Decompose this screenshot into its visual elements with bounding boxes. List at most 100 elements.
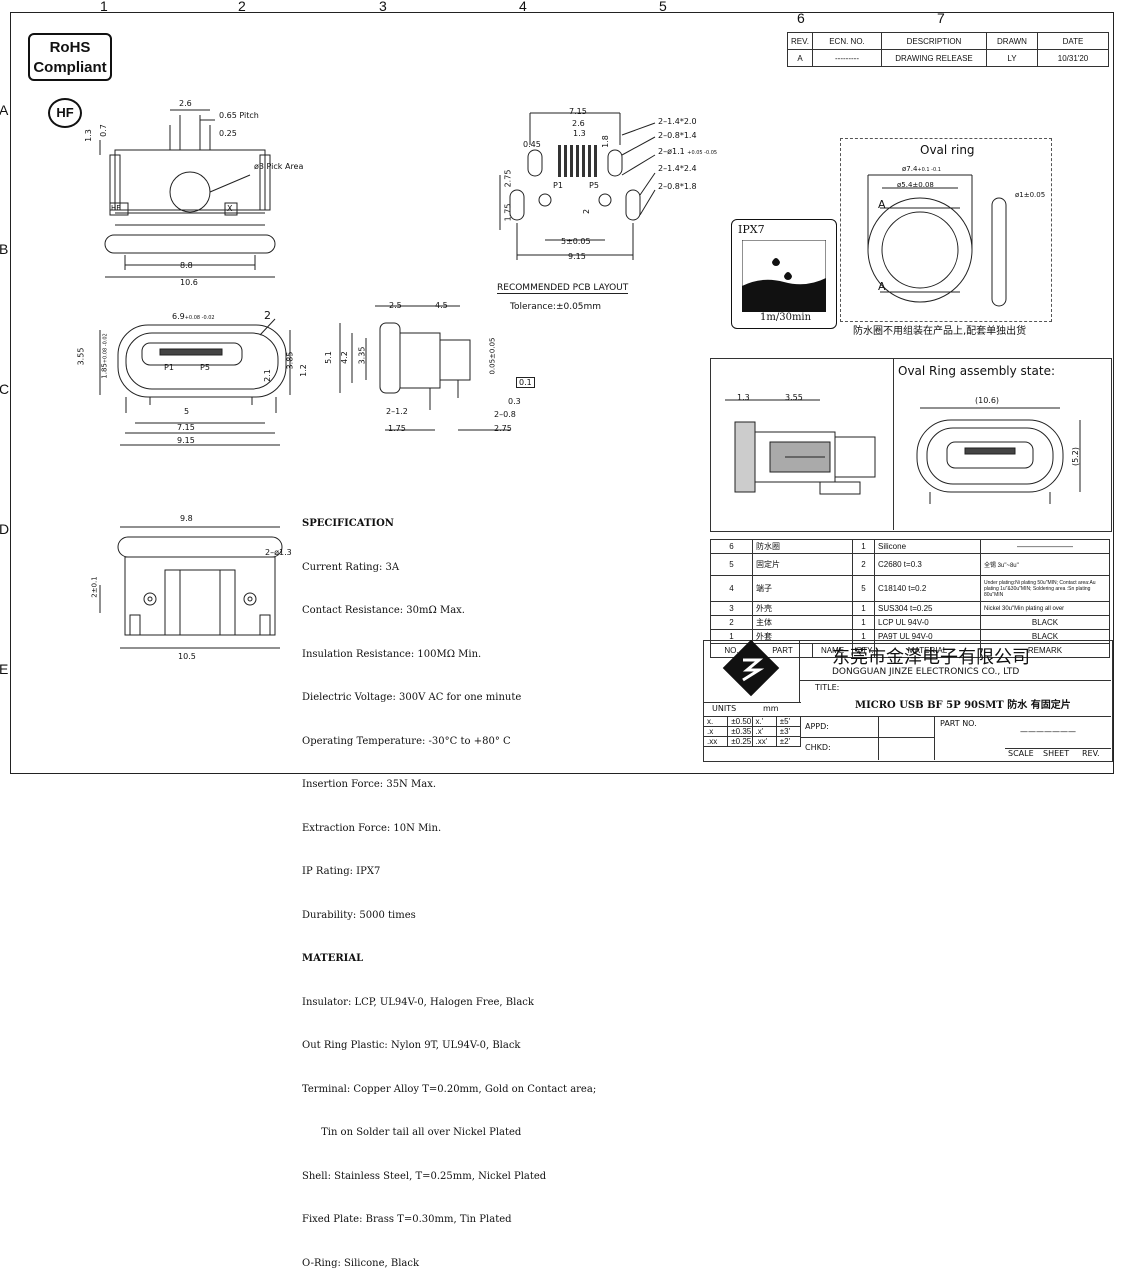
side-dim-1-75: 1.75 — [388, 424, 406, 433]
front-receptacle — [141, 342, 243, 366]
bom-cell: Silicone — [874, 539, 981, 554]
top-view-drawing — [99, 109, 276, 278]
spec-line: Insulation Resistance: 100MΩ Min. — [302, 648, 482, 660]
oval-dim-outer-text: ø7.4 — [902, 165, 918, 173]
side-dim-2-1-2: 2–1.2 — [386, 407, 408, 416]
rohs-line1: RoHS — [49, 39, 91, 56]
bom-header: REMARK — [980, 643, 1110, 658]
pcb-dim-0-45: 0.45 — [523, 140, 541, 149]
top-view-body — [114, 149, 266, 211]
units-divider — [703, 702, 801, 703]
drawing-title: MICRO USB BF 5P 90SMT 防水 有固定片 — [855, 700, 1071, 711]
section-label-bottom: A — [878, 280, 886, 293]
rohs-line2: Compliant — [33, 59, 107, 76]
pcb-hole-right — [598, 193, 612, 207]
zone-top-6: 6 — [797, 10, 805, 26]
top-x-mark: X — [227, 204, 233, 213]
front-outer-shell — [117, 324, 287, 398]
rev-header-ecn: ECN. NO. — [812, 32, 882, 50]
zone-left-e: E — [0, 661, 9, 677]
bottom-dim-10-5: 10.5 — [178, 652, 196, 661]
bom-cell: LCP UL 94V-0 — [874, 615, 981, 630]
pcb-dim-7-15: 7.15 — [569, 107, 587, 116]
tolerance-table: x. ±0.50 x.' ±5' .x ±0.35 .x' ±3' .xx ±0… — [702, 716, 802, 747]
rev-header-rev: REV. — [787, 32, 813, 50]
side-dim-4-2: 4.2 — [339, 351, 349, 364]
bom-cell: ——————— — [980, 539, 1110, 554]
section-label-top: A — [878, 198, 886, 211]
pcb-pad-right-top — [607, 149, 623, 177]
assembly-front-drawing — [916, 407, 1081, 504]
front-p1: P1 — [164, 363, 174, 372]
side-body — [399, 332, 441, 389]
assembly-dim-1-3: 1.3 — [737, 393, 750, 402]
assembly-dim-3-55: 3.55 — [785, 393, 803, 402]
ecn-value: --------- — [812, 49, 882, 67]
tol-cell: ±0.35 — [727, 726, 753, 737]
chkd-divider — [800, 737, 934, 738]
scale-label: SCALE — [1008, 749, 1034, 758]
side-dim-2-75: 2.75 — [494, 424, 512, 433]
bottom-dim-9-8: 9.8 — [180, 514, 193, 523]
appd-divider — [800, 716, 1111, 717]
material-line: Shell: Stainless Steel, T=0.25mm, Nickel… — [302, 1170, 547, 1182]
pcb-pad-right-bottom — [625, 189, 641, 221]
bottom-dim-hole: 2–ø1.3 — [265, 548, 292, 557]
pcb-note-3-text: 2–ø1.1 — [658, 147, 685, 156]
zone-left-b: B — [0, 241, 9, 257]
table-row: x. ±0.50 x.' ±5' — [702, 716, 802, 727]
bom-cell: 1 — [852, 539, 875, 554]
top-view-left-tab — [109, 154, 121, 211]
top-hf-mark: HF — [111, 204, 121, 212]
front-dim-9-15: 9.15 — [177, 436, 195, 445]
tol-cell: ±3' — [775, 726, 802, 737]
front-dim-3-55: 3.55 — [76, 347, 86, 366]
zone-top-4: 4 — [519, 0, 527, 14]
pcb-note-3: 2–ø1.1 +0.05 -0.05 — [658, 147, 717, 156]
bottom-ring — [117, 536, 283, 558]
assembly-dim-5-2: (5.2) — [1070, 447, 1080, 466]
pcb-tolerance: Tolerance:±0.05mm — [510, 302, 602, 312]
spec-line: Insertion Force: 35N Max. — [302, 779, 437, 790]
assembly-panel — [710, 358, 1112, 532]
zone-left-c: C — [0, 381, 10, 397]
zone-top-1: 1 — [100, 0, 108, 14]
part-divider — [934, 716, 935, 760]
drawn-value: LY — [986, 49, 1038, 67]
pcb-dim-9-15: 9.15 — [568, 252, 586, 261]
front-dim-7-15: 7.15 — [177, 423, 195, 432]
front-view-drawing — [99, 318, 291, 446]
pick-area-circle — [169, 171, 211, 213]
zone-top-7: 7 — [937, 10, 945, 26]
title-block — [703, 640, 1113, 762]
bom-cell: 防水圈 — [752, 539, 853, 554]
zone-left-a: A — [0, 102, 9, 118]
top-pick-area: ø3 Pick Area — [254, 162, 304, 171]
zone-top-3: 3 — [379, 0, 387, 14]
rohs-badge: RoHS Compliant — [28, 33, 112, 81]
side-dim-4-5: 4.5 — [435, 301, 448, 310]
pcb-note-4: 2–1.4*2.4 — [658, 164, 697, 173]
front-dim-1-85: 1.85+0.08 -0.02 — [101, 333, 109, 378]
front-dim-6-9: 6.9+0.08 -0.02 — [172, 312, 215, 321]
zone-top-2: 2 — [238, 0, 246, 14]
part-no-value: ——————— — [1020, 727, 1076, 736]
bom-header: QTY. — [852, 643, 875, 658]
spec-line: Extraction Force: 10N Min. — [302, 822, 442, 834]
description-value: DRAWING RELEASE — [881, 49, 987, 67]
spec-line: Contact Resistance: 30mΩ Max. — [302, 605, 465, 616]
table-row: 3 外壳 1 SUS304 t=0.25 Nickel 30u"Min plat… — [710, 601, 1110, 616]
bom-cell: C18140 t=0.2 — [874, 575, 981, 602]
bom-cell: 1 — [852, 601, 875, 616]
part-no-label: PART NO. — [940, 719, 977, 728]
front-dim-3-85: 3.85 — [285, 351, 295, 370]
front-callout-2: 2 — [264, 309, 271, 322]
company-name-cn: 东莞市金泽电子有限公司 — [832, 647, 1030, 668]
hf-mark-box — [109, 202, 129, 216]
rev-header-date: DATE — [1037, 32, 1109, 50]
oval-dim-thick: ø1±0.05 — [1015, 191, 1046, 199]
spec-line: Durability: 5000 times — [302, 909, 416, 921]
side-dim-2-0-8: 2–0.8 — [494, 410, 516, 419]
material-line: Fixed Plate: Brass T=0.30mm, Tin Plated — [302, 1214, 512, 1225]
front-p5: P5 — [200, 363, 210, 372]
